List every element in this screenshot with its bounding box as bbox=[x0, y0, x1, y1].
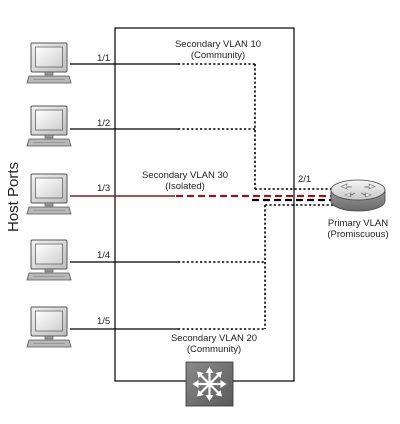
host-ports-label: Host Ports bbox=[5, 162, 22, 232]
vlan-20-name: Secondary VLAN 20 bbox=[171, 333, 257, 344]
desktop-computer-icon[interactable] bbox=[26, 42, 72, 84]
vlan-30-type: (Isolated) bbox=[165, 181, 205, 192]
desktop-computer-icon[interactable] bbox=[26, 105, 72, 147]
port-label: 1/4 bbox=[97, 250, 110, 261]
vlan-10-name: Secondary VLAN 10 bbox=[175, 39, 261, 50]
desktop-computer-icon[interactable] bbox=[26, 239, 72, 281]
vlan-10-type: (Community) bbox=[191, 50, 245, 61]
desktop-computer-icon[interactable] bbox=[26, 173, 72, 215]
port-label: 1/1 bbox=[97, 53, 110, 64]
port-label: 1/3 bbox=[97, 183, 110, 194]
port-label: 1/2 bbox=[97, 118, 110, 129]
vlan-30-name: Secondary VLAN 30 bbox=[142, 170, 228, 181]
uplink-port-label: 2/1 bbox=[298, 174, 311, 185]
multilayer-switch-icon[interactable] bbox=[185, 361, 234, 407]
desktop-computer-icon[interactable] bbox=[26, 306, 72, 348]
primary-vlan-name: Primary VLAN bbox=[328, 218, 388, 229]
router-icon[interactable] bbox=[330, 179, 386, 212]
primary-vlan-type: (Promiscuous) bbox=[327, 229, 388, 240]
vlan-20-type: (Community) bbox=[187, 344, 241, 355]
community-vlan-10-path bbox=[178, 63, 333, 190]
community-vlan-20-path bbox=[178, 204, 333, 330]
port-label: 1/5 bbox=[97, 316, 110, 327]
